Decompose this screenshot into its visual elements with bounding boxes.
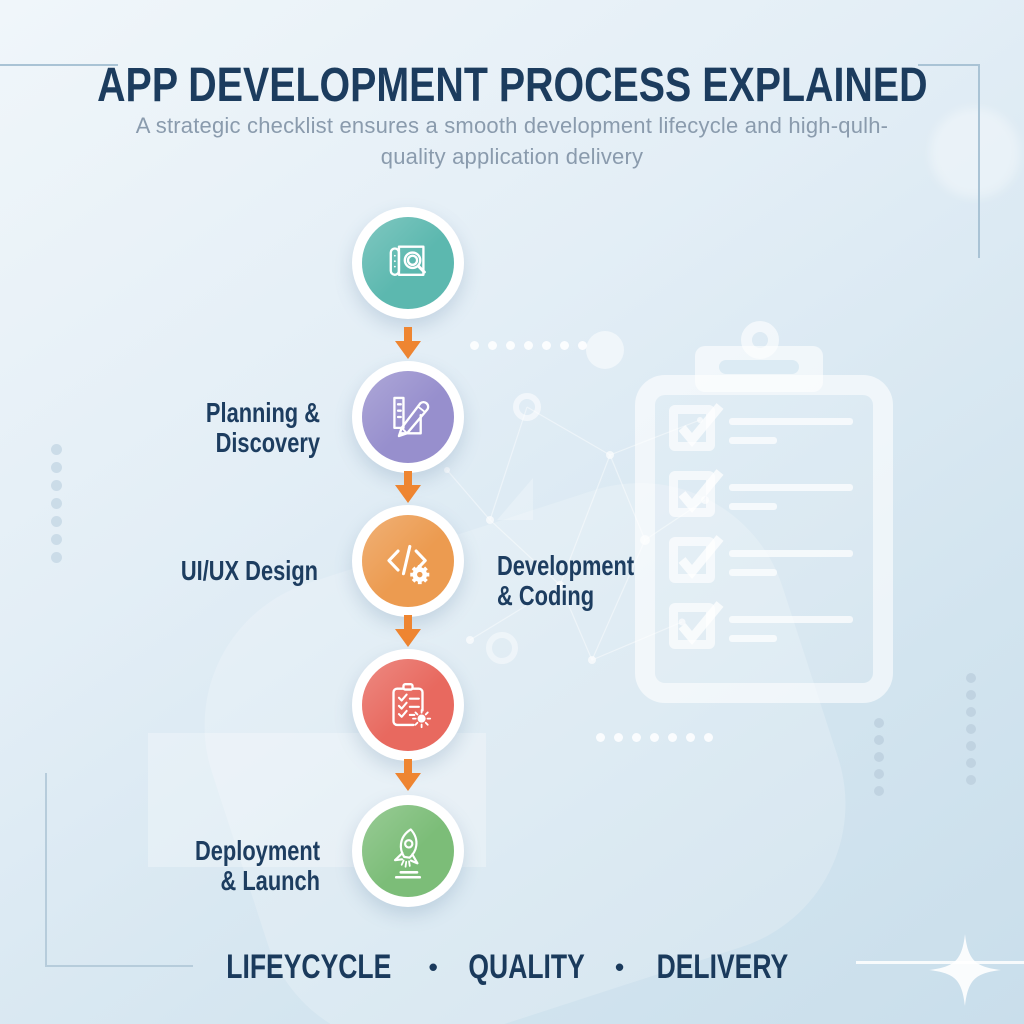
soft-circle-shape xyxy=(930,108,1020,198)
subtitle-line: A strategic checklist ensures a smooth d… xyxy=(135,113,889,138)
label-deployment-launch: Deployment & Launch xyxy=(195,835,320,896)
label-planning-discovery: Planning & Discovery xyxy=(205,397,320,458)
sparkle-icon xyxy=(929,934,1001,1006)
step-circle-research xyxy=(352,207,464,319)
bullet-separator: • xyxy=(615,952,625,982)
circle-research xyxy=(362,217,454,309)
footer-segment: QUALITY xyxy=(468,948,585,986)
dotted-line-top xyxy=(470,341,596,350)
step-circle-deployment xyxy=(352,795,464,907)
code-gear-icon xyxy=(387,544,430,585)
corner-bracket-bottom-left xyxy=(45,773,193,967)
page-subtitle: A strategic checklist ensures a smooth d… xyxy=(0,110,1024,172)
step-circle-testing xyxy=(352,649,464,761)
footer-segment: LIFEYCYCLE xyxy=(226,948,392,986)
checklist-row xyxy=(669,535,853,583)
checkbox-checked-icon xyxy=(669,469,724,517)
corner-line-top-left xyxy=(0,64,118,66)
step-circle-planning xyxy=(352,361,464,473)
rocket-launch-icon xyxy=(393,828,422,879)
step-circle-development xyxy=(352,505,464,617)
label-uiux-design: UI/UX Design xyxy=(180,555,318,586)
arrow-down-icon xyxy=(395,615,421,647)
circle-testing xyxy=(362,659,454,751)
circle-deployment xyxy=(362,805,454,897)
checkbox-checked-icon xyxy=(669,403,724,451)
checkbox-checked-icon xyxy=(669,601,724,649)
bottom-right-line xyxy=(856,961,1024,964)
clipboard-checklist-watermark xyxy=(635,375,893,703)
blueprint-magnifier-icon xyxy=(389,245,426,276)
clipboard-clip-slot xyxy=(719,360,799,374)
label-development-coding: Development & Coding xyxy=(497,550,635,611)
arrow-down-icon xyxy=(395,759,421,791)
checklist-row xyxy=(669,469,853,517)
circle-development xyxy=(362,515,454,607)
ruler-pencil-icon xyxy=(393,396,430,438)
dotted-line-middle xyxy=(596,733,722,742)
clipboard-checklist-bug-icon xyxy=(392,682,432,729)
dotted-column-left xyxy=(51,444,62,570)
dotted-column-right-inner xyxy=(874,718,884,803)
footer-tagline: LIFEYCYCLE • QUALITY • DELIVERY xyxy=(0,948,1010,987)
checklist-row xyxy=(669,601,853,649)
arrow-down-icon xyxy=(395,327,421,359)
checklist-row xyxy=(669,403,853,451)
soft-dot-circle xyxy=(586,331,624,369)
subtitle-line: quality application delivery xyxy=(380,144,644,169)
circle-planning xyxy=(362,371,454,463)
dotted-column-right-outer xyxy=(966,673,976,792)
corner-bracket-top-right xyxy=(918,64,980,258)
arrow-down-icon xyxy=(395,471,421,503)
page-title: APP DEVELOPMENT PROCESS EXPLAINED xyxy=(96,59,928,112)
footer-segment: DELIVERY xyxy=(656,948,789,986)
checkbox-checked-icon xyxy=(669,535,724,583)
bullet-separator: • xyxy=(428,952,438,982)
